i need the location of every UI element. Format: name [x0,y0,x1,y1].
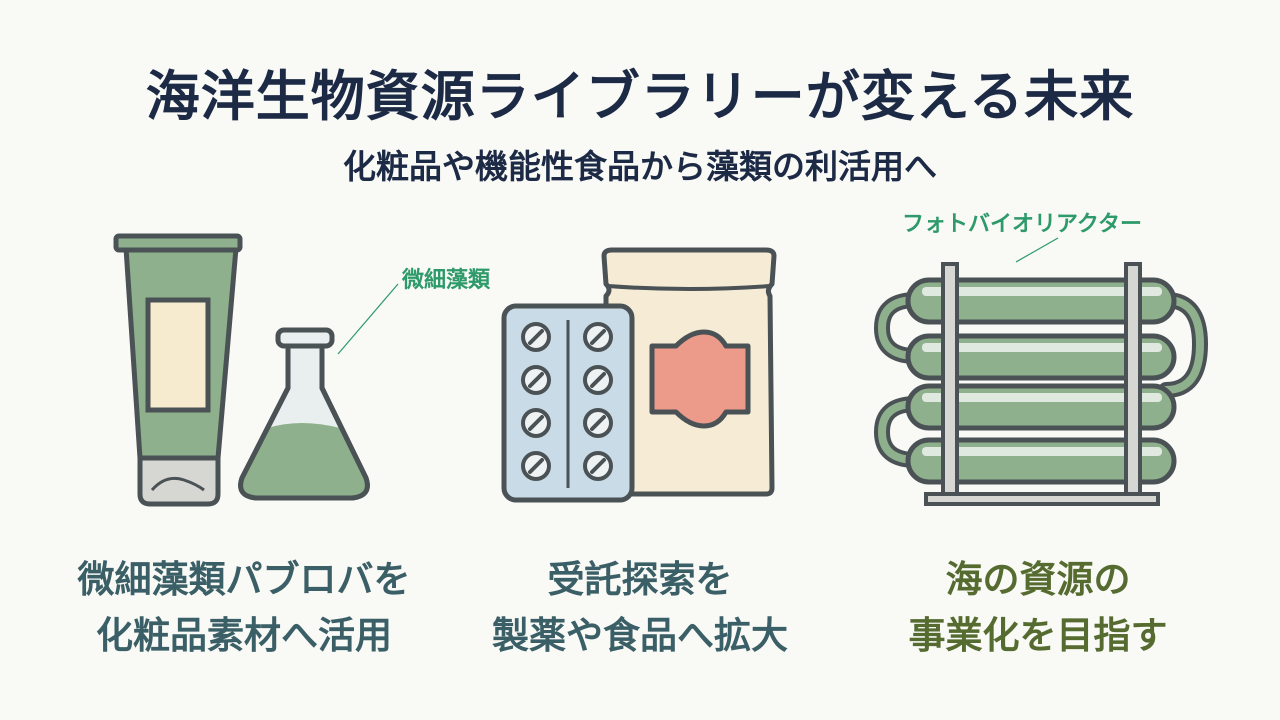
callout-leader-line [1015,237,1059,263]
caption-panel-2: 受託探索を 製薬や食品へ拡大 [440,552,840,664]
callout-microalgae: 微細藻類 [402,268,491,293]
caption-line: 製薬や食品へ拡大 [492,614,788,657]
caption-line: 微細藻類パブロバを [77,558,411,601]
caption-line: 事業化を目指す [908,614,1168,657]
caption-panel-3: 海の資源の 事業化を目指す [838,552,1238,664]
food-pouch-icon [601,247,777,497]
caption-line: 化粧品素材へ活用 [96,614,392,657]
callout-leader-line [337,283,399,355]
caption-line: 受託探索を [547,558,733,601]
erlenmeyer-flask-icon [238,327,370,501]
cosmetic-tube-icon [113,233,243,507]
pill-blister-pack-icon [501,303,635,503]
caption-panel-1: 微細藻類パブロバを 化粧品素材へ活用 [44,552,444,664]
callout-photobioreactor: フォトバイオリアクター [902,212,1143,237]
photobioreactor-icon [873,262,1209,506]
page-subtitle: 化粧品や機能性食品から藻類の利活用へ [343,147,937,186]
page-title: 海洋生物資源ライブラリーが変える未来 [145,65,1135,128]
caption-line: 海の資源の [945,558,1131,601]
